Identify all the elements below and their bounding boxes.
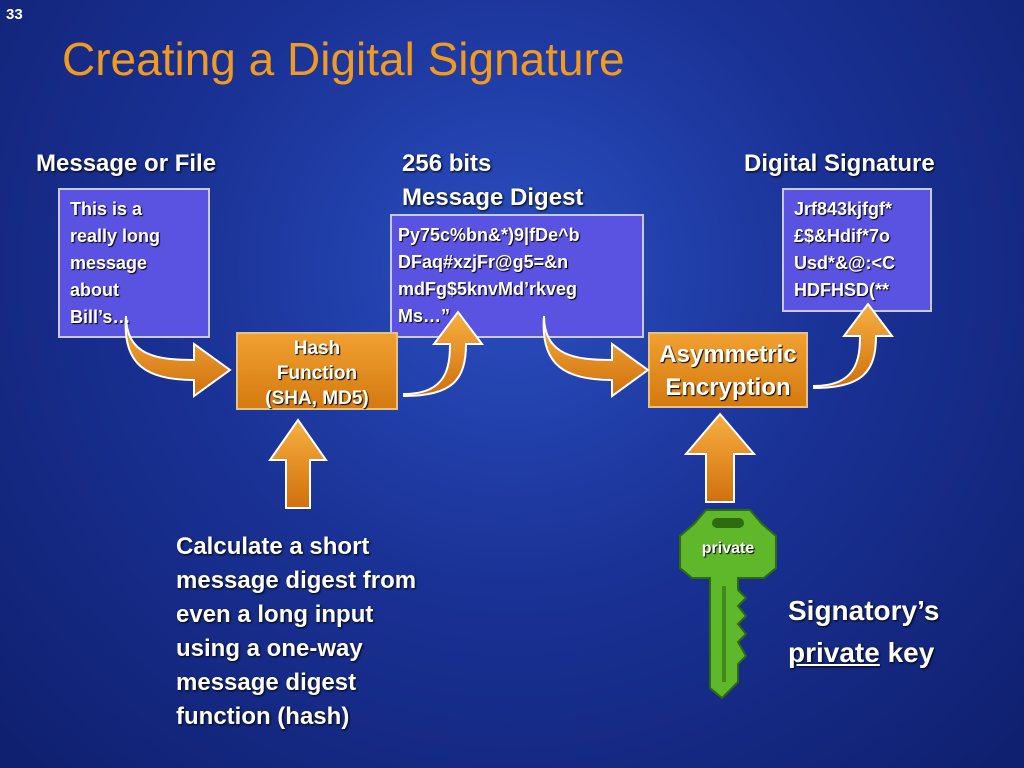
digital-signature-label: Digital Signature (744, 150, 935, 177)
signature-box: Jrf843kjfgf* £$&Hdif*7o Usd*&@:<C HDFHSD… (782, 188, 932, 312)
message-digest-label: Message Digest (402, 184, 584, 211)
key-label: private (701, 540, 755, 557)
signatory-key-line: private key (788, 632, 939, 674)
note-line: using a one-way (176, 635, 363, 662)
encryption-line: Encryption (665, 374, 791, 401)
message-box: This is a really long message about Bill… (58, 188, 210, 338)
note-line: message digest (176, 669, 357, 696)
signature-line: Usd*&@:<C (794, 253, 896, 273)
message-line: message (70, 253, 148, 273)
message-line: about (70, 280, 119, 300)
curved-arrow-right-icon (542, 315, 650, 398)
digest-line: Ms…” (398, 306, 451, 326)
private-word: private (788, 637, 880, 668)
signatory-private-key-label: Signatory’s private key (788, 590, 939, 674)
note-line: even a long input (176, 601, 374, 628)
signature-line: Jrf843kjfgf* (794, 199, 893, 219)
hash-explanation: Calculate a short message digest from ev… (176, 530, 416, 734)
message-line: This is a (70, 199, 143, 219)
signature-line: HDFHSD(** (794, 280, 890, 300)
note-line: Calculate a short (176, 533, 370, 560)
key-word: key (879, 637, 935, 668)
curved-arrow-up-icon (813, 302, 894, 390)
digest-line: mdFg$5knvMd’rkveg (398, 279, 578, 299)
message-line: Bill’s… (70, 307, 131, 327)
slide-title: Creating a Digital Signature (62, 33, 625, 85)
asymmetric-encryption-box: Asymmetric Encryption (648, 332, 808, 408)
hash-line: Function (276, 363, 358, 384)
note-line: message digest from (176, 567, 417, 594)
slide-number: 33 (6, 6, 23, 23)
note-line: function (hash) (176, 703, 350, 730)
signature-line: £$&Hdif*7o (794, 226, 891, 246)
encryption-line: Asymmetric (659, 341, 797, 368)
digest-line: Py75c%bn&*)9|fDe^b (398, 225, 580, 245)
hash-line: (SHA, MD5) (265, 388, 369, 409)
key-icon (679, 509, 777, 700)
curved-arrow-right-icon (124, 315, 232, 398)
digest-line: DFaq#xzjFr@g5=&n (398, 252, 569, 272)
up-arrow-icon (268, 418, 328, 509)
signatory-line: Signatory’s (788, 595, 940, 626)
message-line: really long (70, 226, 161, 246)
curved-arrow-up-icon (403, 310, 484, 398)
hash-function-box: Hash Function (SHA, MD5) (236, 332, 398, 410)
digest-box: Py75c%bn&*)9|fDe^b DFaq#xzjFr@g5=&n mdFg… (390, 214, 644, 338)
up-arrow-icon (683, 412, 757, 503)
message-or-file-label: Message or File (36, 150, 217, 177)
digest-bits-label: 256 bits (402, 150, 492, 177)
hash-line: Hash (293, 338, 341, 359)
